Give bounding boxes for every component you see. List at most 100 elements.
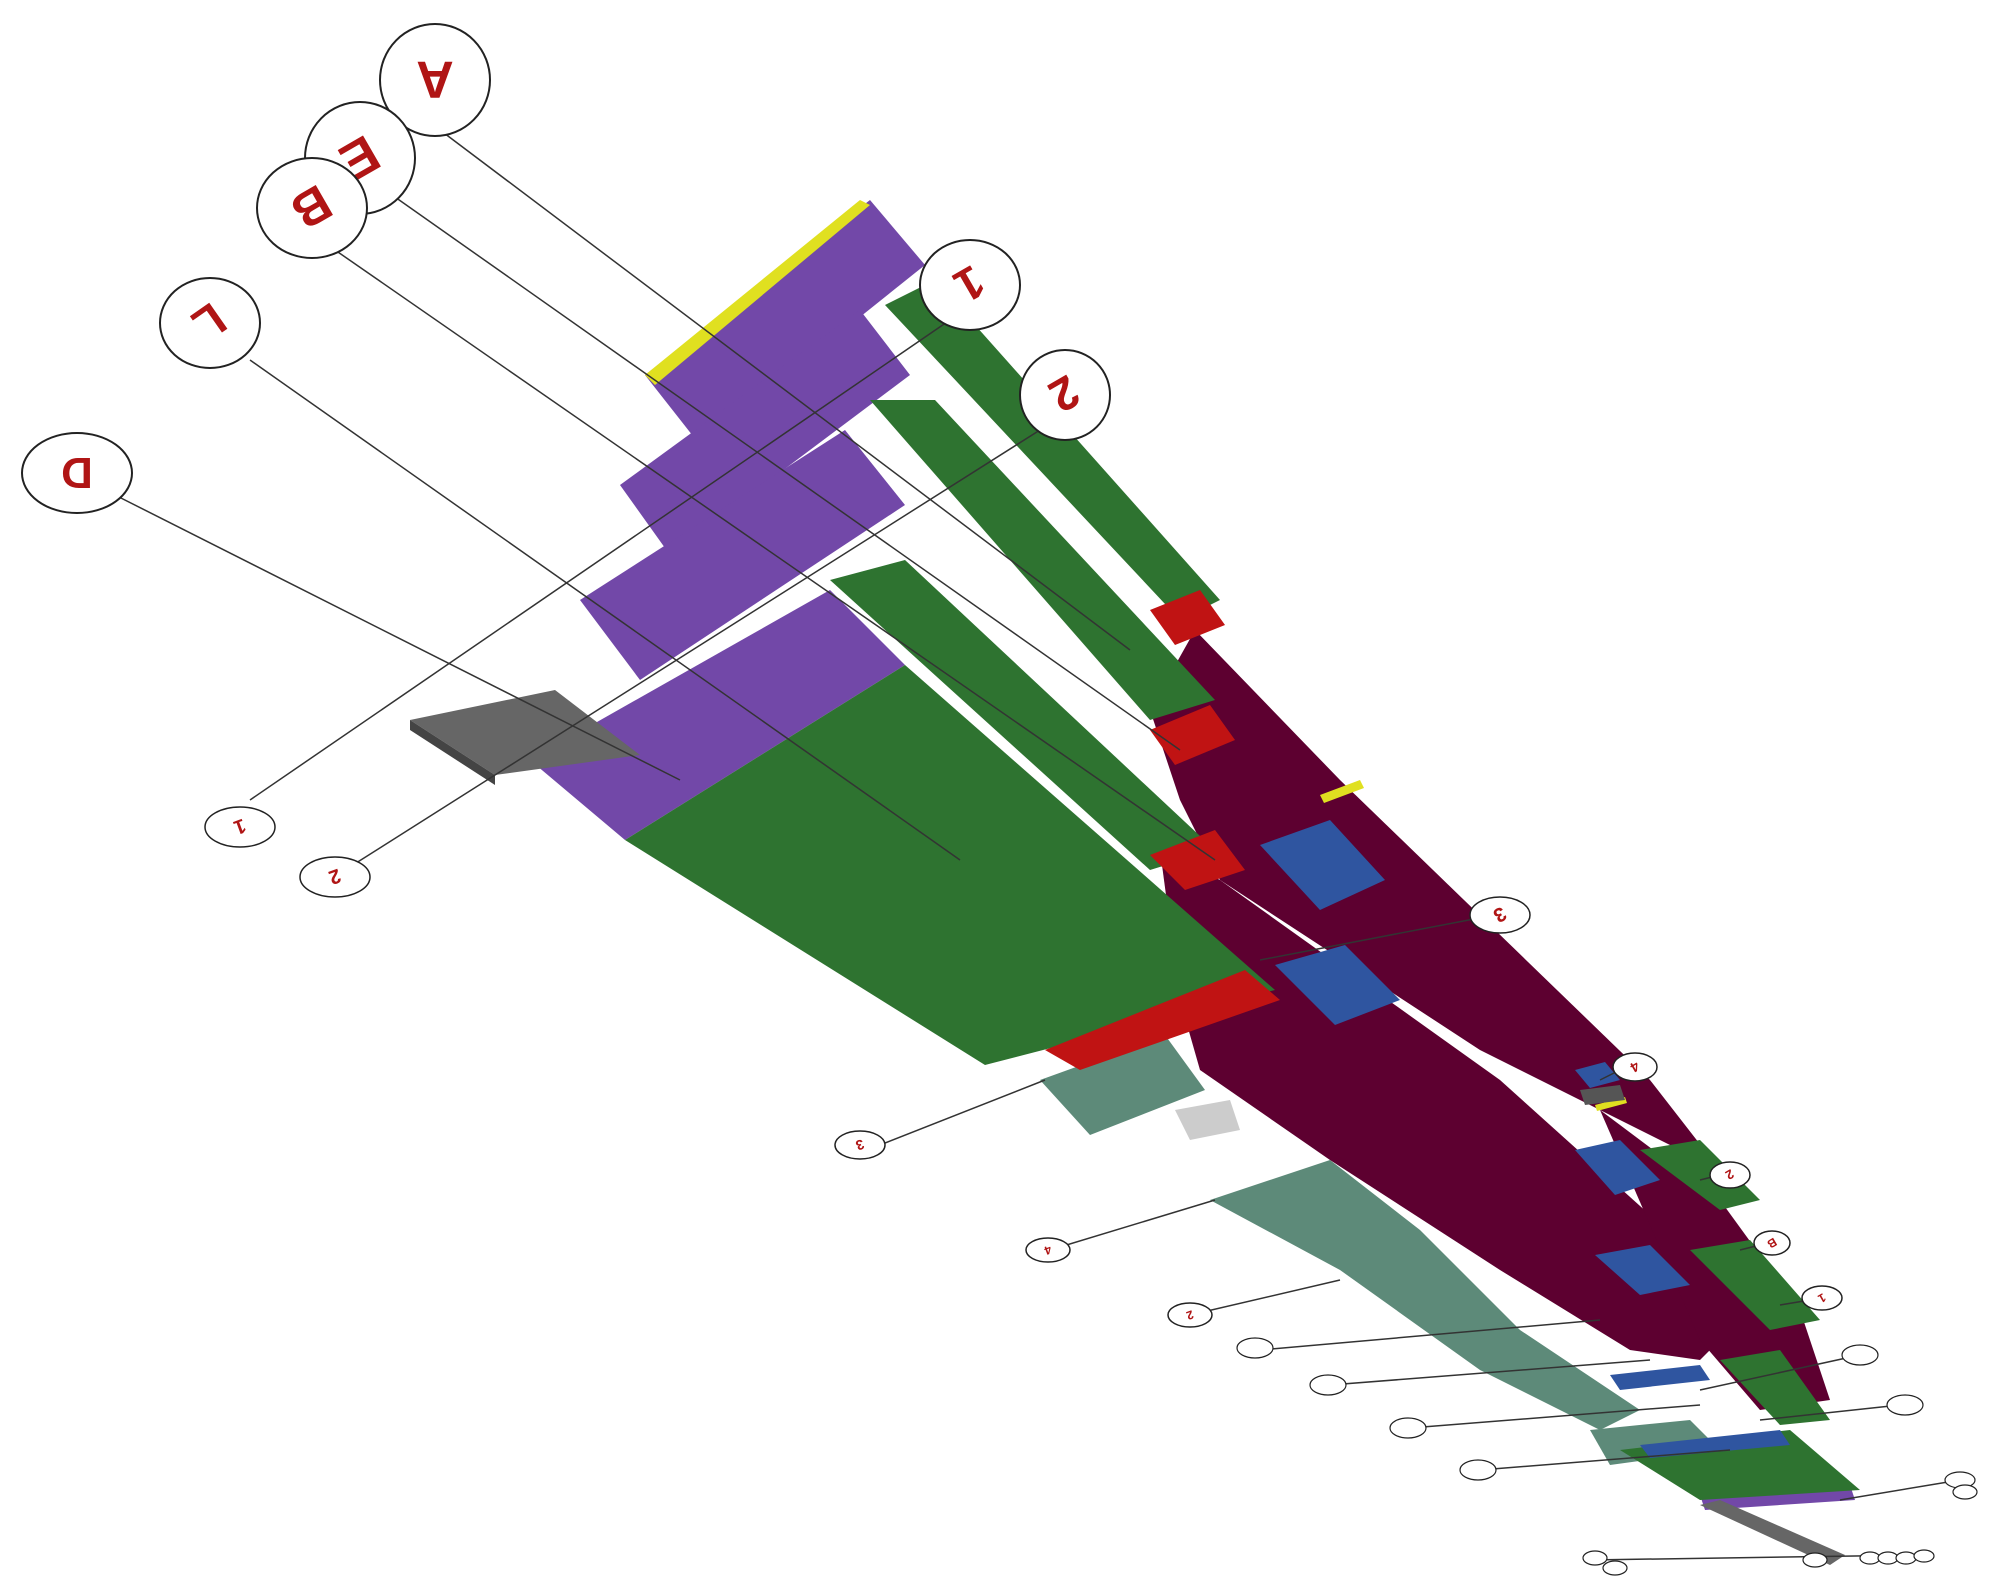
tiny-bubble (1602, 1560, 1628, 1576)
leader-L (249, 359, 961, 861)
s-B-right-ring (1753, 1230, 1791, 1256)
leader-3-bottom (879, 1079, 1046, 1146)
red-cap-4 (1045, 970, 1280, 1070)
leader-right-2 (1759, 1404, 1901, 1421)
s-1-left-ring (204, 806, 276, 848)
tiny-bubble (1913, 1549, 1935, 1563)
tiny-bubble (1459, 1459, 1497, 1481)
big-tag-group: A E B L D 1 2 (21, 23, 1111, 514)
tag-D-label: D (61, 448, 93, 497)
tag-2-ring (1019, 349, 1111, 441)
teal-slab-2 (1210, 1160, 1640, 1430)
leader-2 (344, 429, 1041, 871)
s-3-mid-ring (1469, 896, 1531, 934)
green-deck-4 (625, 665, 1275, 1065)
tag-1-ring (919, 239, 1021, 331)
leader-lines (114, 129, 1961, 1561)
green-deck-right-2 (1690, 1240, 1820, 1330)
s-4-bottom-ring (1025, 1237, 1071, 1263)
blue-beam-group (1260, 820, 1790, 1458)
s-2-right-ring (1709, 1161, 1751, 1189)
tag-B: B (256, 157, 368, 259)
s-2-right: 2 (1709, 1161, 1751, 1189)
red-cap-1 (1150, 590, 1225, 645)
purple-deck-1 (645, 200, 925, 445)
leader-right-3 (1839, 1479, 1961, 1501)
red-cap-3 (1150, 830, 1245, 890)
s-1-left: 1 (204, 806, 276, 848)
tiny-bubble (1841, 1344, 1879, 1366)
s-1-right-ring (1801, 1285, 1843, 1311)
masonry-block-bottom (1700, 1500, 1845, 1565)
tiny-bubble (1389, 1417, 1427, 1439)
s-2-bottom: 2 (1167, 1302, 1213, 1328)
s-2-left-ring (299, 856, 371, 898)
leader-E (384, 189, 1181, 751)
tiny-bubble (1582, 1550, 1608, 1566)
leader-bottom-4 (1479, 1449, 1731, 1471)
s-2-left: 2 (299, 856, 371, 898)
tiny-bubble (1309, 1374, 1347, 1396)
blue-beam-1 (1260, 820, 1385, 910)
leader-2-bottom (1189, 1279, 1341, 1316)
tiny-bubble (1895, 1551, 1917, 1565)
leader-bottom-1 (1259, 1319, 1601, 1351)
leader-A (439, 129, 1131, 651)
purple-deck-2 (620, 310, 910, 555)
s-1-right: 1 (1801, 1285, 1843, 1311)
s-4-bottom: 4 (1025, 1237, 1071, 1263)
tag-D: D (21, 432, 133, 514)
tiny-bubble (1886, 1394, 1924, 1416)
tag-A: A (379, 23, 491, 137)
red-cap-2 (1150, 705, 1235, 765)
tiny-bubble-group (1236, 1337, 1978, 1576)
small-tag-group: 1 2 3 3 4 4 2 2 (204, 806, 1843, 1328)
masonry-group (410, 690, 1845, 1565)
tiny-bubble (1859, 1551, 1881, 1565)
blue-beam-7 (1640, 1430, 1790, 1458)
s-3-bottom-ring (834, 1130, 886, 1160)
s-3-mid: 3 (1469, 896, 1531, 934)
tag-A-label: A (416, 50, 454, 108)
masonry-block-small (1580, 1085, 1625, 1105)
tag-1: 1 (919, 239, 1021, 331)
leader-4-bottom (1049, 1199, 1216, 1251)
purple-deck-group (530, 200, 1855, 1510)
tiny-bubble (1877, 1551, 1899, 1565)
blue-beam-5 (1595, 1245, 1690, 1295)
purple-deck-4 (530, 590, 905, 840)
s-2-bottom-label: 2 (1184, 1307, 1195, 1323)
s-B-right: B (1753, 1230, 1791, 1256)
tiny-bubble (1802, 1552, 1828, 1568)
teal-slab-group (1040, 1035, 1720, 1465)
green-deck-right-1 (1640, 1140, 1760, 1210)
yellow-edge-mid (1320, 780, 1364, 803)
teal-slab-1 (1040, 1035, 1205, 1135)
leader-B (334, 249, 1216, 861)
blue-beam-6 (1610, 1365, 1710, 1390)
gray-patch (1175, 1100, 1240, 1140)
tag-L: L (159, 277, 261, 369)
leader-right-1 (1699, 1354, 1861, 1391)
leader-D (114, 494, 681, 781)
green-deck-right-3 (1720, 1350, 1830, 1425)
red-cap-group (1045, 590, 1280, 1070)
green-deck-1 (885, 280, 1220, 620)
tiny-bubble (1952, 1484, 1978, 1500)
purple-deck-3 (580, 430, 905, 680)
leader-bottom-2 (1329, 1359, 1651, 1386)
green-deck-2 (870, 400, 1215, 720)
blue-beam-2 (1275, 945, 1400, 1025)
masonry-block-top (410, 690, 640, 775)
masonry-block-side (410, 720, 495, 785)
maroon-slab-group (1150, 630, 1830, 1410)
tag-D-ring (21, 432, 133, 514)
leader-1 (249, 319, 951, 801)
leader-3-mid (1259, 914, 1496, 961)
tag-2: 2 (1019, 349, 1111, 441)
s-4-bottom-label: 4 (1042, 1242, 1053, 1258)
blue-beam-4 (1575, 1140, 1660, 1195)
s-2-bottom-ring (1167, 1302, 1213, 1328)
s-4-right-ring (1612, 1052, 1658, 1082)
s-4-right: 4 (1612, 1052, 1658, 1082)
